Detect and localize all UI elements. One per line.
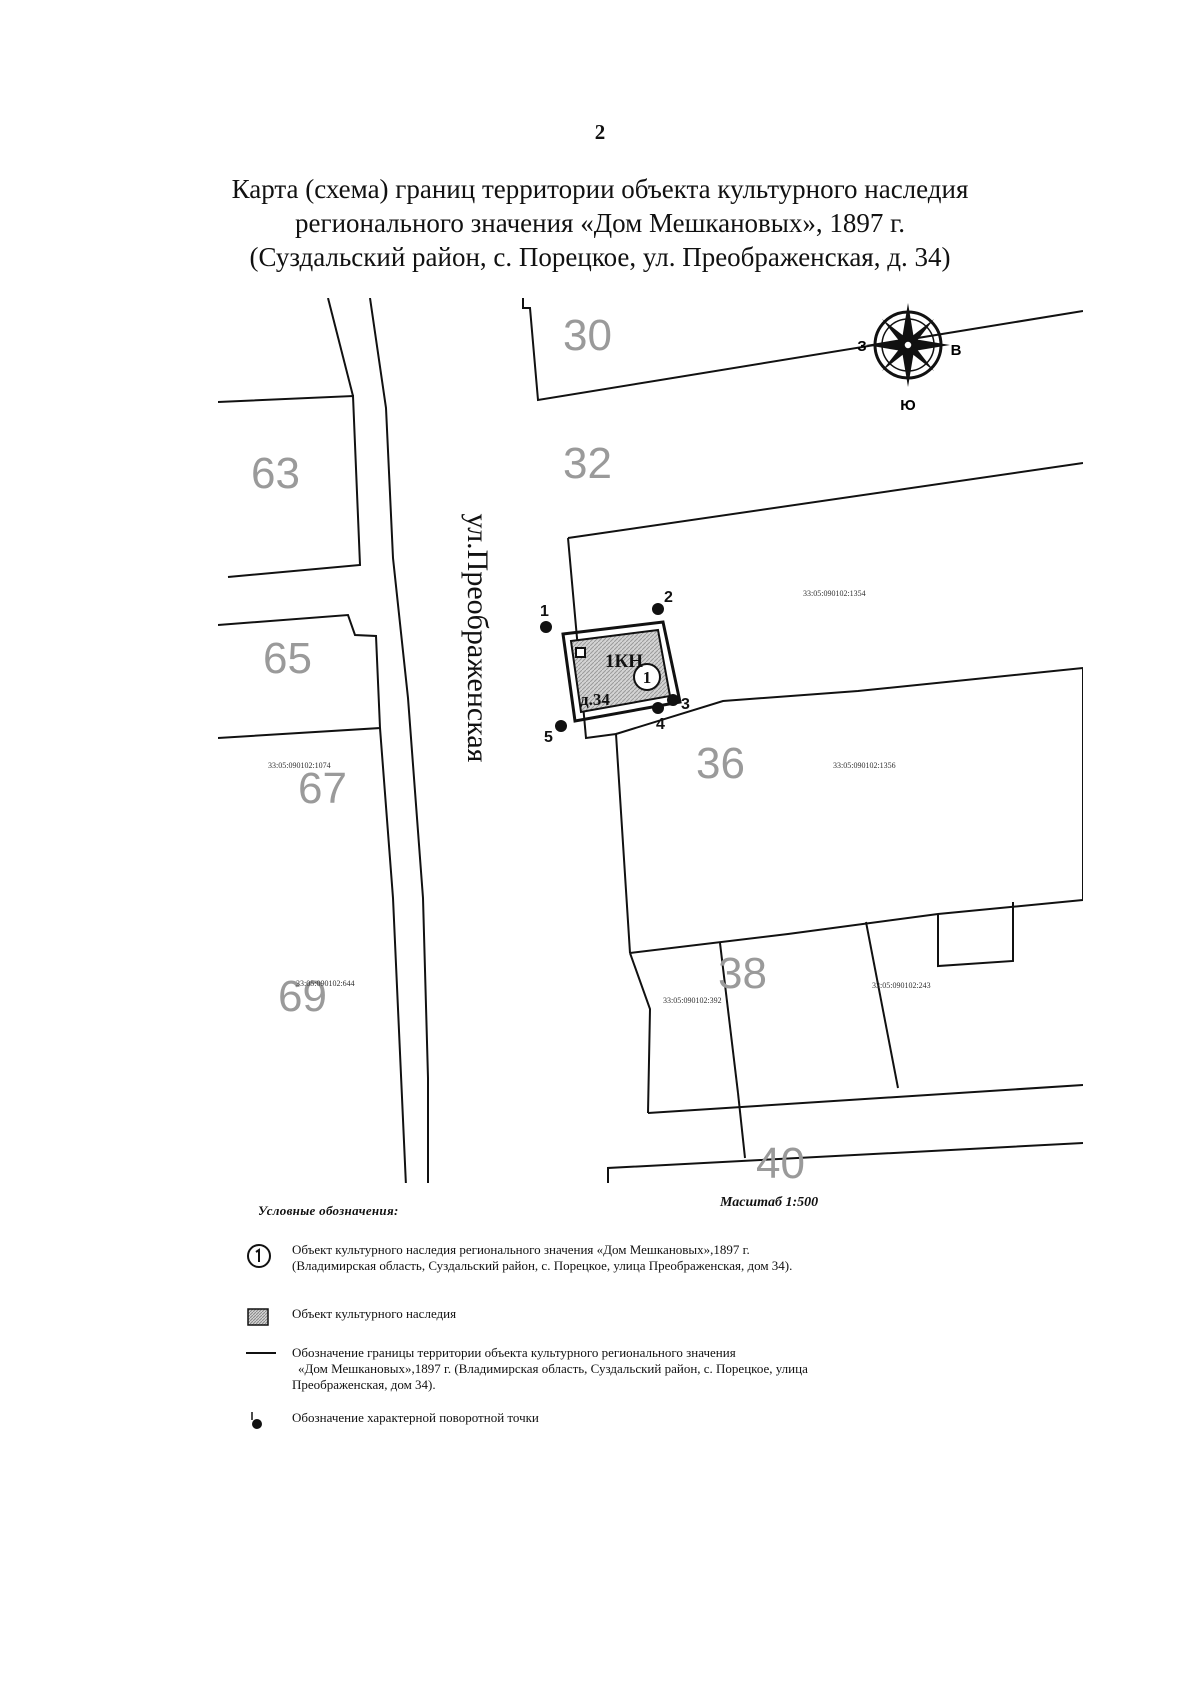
turning-point-1: [540, 621, 552, 633]
title-line: Карта (схема) границ территории объекта …: [231, 174, 969, 204]
map-scale: Масштаб 1:500: [720, 1195, 819, 1210]
parcel-number: 36: [696, 739, 745, 788]
legend-line: (Владимирская область, Суздальский район…: [292, 1258, 793, 1273]
compass-north-label: С: [903, 298, 914, 300]
parcel-number: 65: [263, 634, 312, 683]
object-code: 1КН: [605, 651, 643, 672]
legend-line: «Дом Мешкановых»,1897 г. (Владимирская о…: [298, 1361, 808, 1376]
map-drawing: С Ю З В 30 32 63 65 67 69 36 38 40 33:05…: [218, 298, 1083, 1183]
point-label: 5: [544, 729, 553, 746]
point-label: 4: [656, 716, 665, 733]
legend-line: Преображенская, дом 34).: [292, 1377, 436, 1392]
territory-boundary: [561, 620, 682, 723]
turning-point-icon: [244, 1410, 278, 1440]
parcel-number: 40: [756, 1139, 805, 1183]
object-corner-marker: [575, 647, 586, 658]
house-number: д.34: [580, 690, 610, 709]
parcel-number: 32: [563, 439, 612, 488]
turning-point-3: [667, 694, 679, 706]
page-title: Карта (схема) границ территории объекта …: [0, 172, 1200, 274]
parcel-lines: [218, 298, 1083, 1183]
title-line: (Суздальский район, с. Порецкое, ул. Пре…: [249, 242, 951, 272]
turning-point-4: [652, 702, 664, 714]
hatched-square-icon: [244, 1306, 278, 1336]
point-label: 3: [681, 696, 690, 713]
cadastral-number: 33:05:090102:1074: [268, 761, 331, 770]
point-label: 2: [664, 589, 673, 606]
circled-one-icon: [244, 1242, 278, 1272]
legend-text: Объект культурного наследия региональног…: [292, 1242, 1012, 1274]
boundary-point-labels: 1 2 3 4 5: [540, 589, 690, 746]
cadastral-number-labels: 33:05:090102:1354 33:05:090102:1356 33:0…: [268, 589, 931, 1005]
circled-one-icon: [633, 663, 661, 691]
legend-line: Объект культурного наследия региональног…: [292, 1242, 750, 1257]
street-name: ул.Преображенская: [461, 514, 494, 763]
compass-south-label: Ю: [900, 397, 915, 414]
parcel-number: 69: [278, 972, 327, 1021]
boundary-line-icon: [244, 1345, 278, 1375]
legend-text: Объект культурного наследия: [292, 1306, 1012, 1322]
legend-text: Обозначение характерной поворотной точки: [292, 1410, 1012, 1426]
cadastral-number: 33:05:090102:644: [296, 979, 355, 988]
turning-point-2: [652, 603, 664, 615]
cadastral-number: 33:05:090102:392: [663, 996, 722, 1005]
legend-line: Обозначение характерной поворотной точки: [292, 1410, 539, 1425]
cadastral-number: 33:05:090102:1356: [833, 761, 896, 770]
object-marker-number: 1: [643, 668, 652, 687]
compass-rose-icon: [866, 303, 950, 387]
boundary-points: [540, 603, 679, 732]
compass-east-label: В: [951, 342, 962, 359]
cadastral-number: 33:05:090102:1354: [803, 589, 866, 598]
title-line: регионального значения «Дом Мешкановых»,…: [295, 208, 905, 238]
legend-line: Объект культурного наследия: [292, 1306, 457, 1321]
compass-west-label: З: [857, 338, 866, 355]
parcel-number: 67: [298, 764, 347, 813]
point-label: 1: [540, 603, 549, 620]
turning-point-5: [555, 720, 567, 732]
legend-line: Обозначение границы территории объекта к…: [292, 1345, 736, 1360]
parcel-number-labels: 30 32 63 65 67 69 36 38 40: [251, 311, 805, 1183]
parcel-number: 38: [718, 949, 767, 998]
page-number: 2: [594, 120, 606, 144]
parcel-number: 63: [251, 449, 300, 498]
cadastral-map: С Ю З В 30 32 63 65 67 69 36 38 40 33:05…: [218, 298, 1083, 1183]
street-lines: [369, 298, 429, 1183]
parcel-number: 30: [563, 311, 612, 360]
legend-text: Обозначение границы территории объекта к…: [292, 1345, 1012, 1393]
cadastral-number: 33:05:090102:243: [872, 981, 931, 990]
object-labels: 1КН д.34 1: [580, 651, 651, 709]
legend-title: Условные обозначения:: [258, 1203, 399, 1218]
